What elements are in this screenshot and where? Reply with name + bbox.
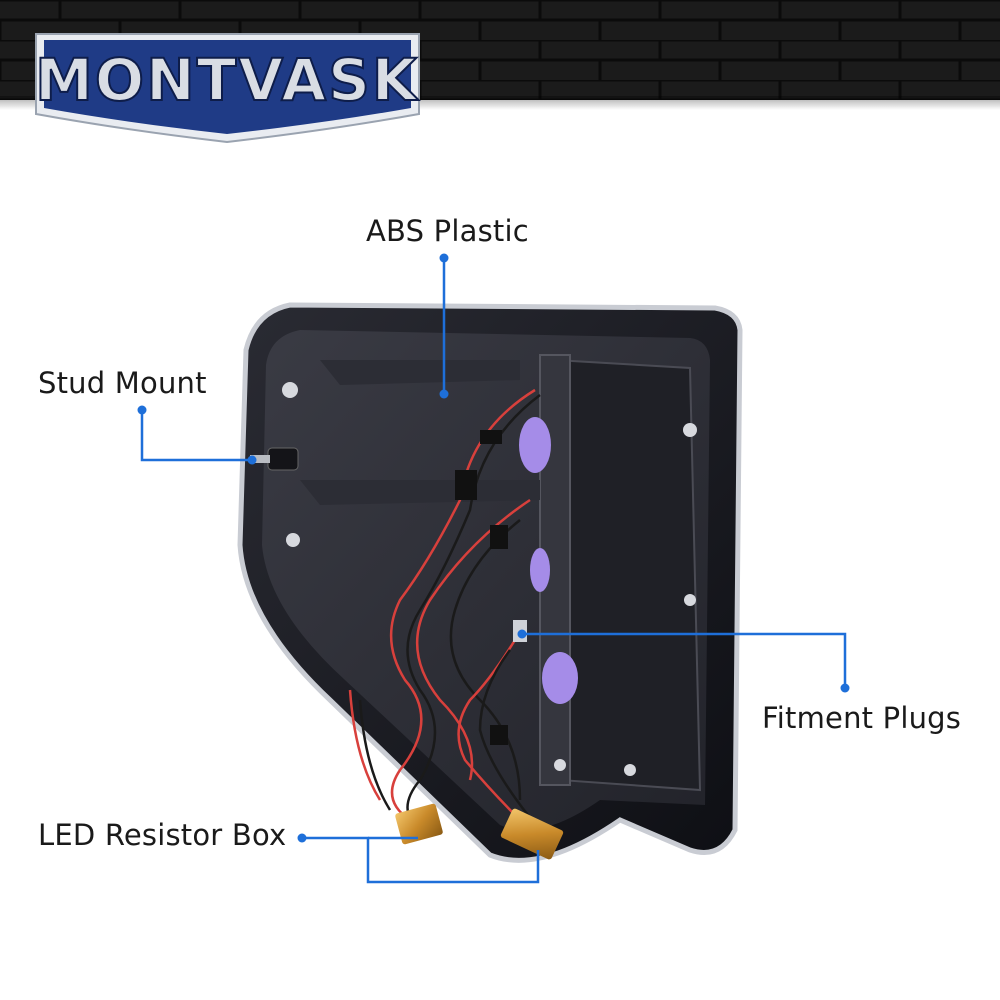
brand-logo: MONTVASK (30, 30, 425, 149)
callout-stud-mount: Stud Mount (38, 366, 207, 400)
mount-hole (683, 423, 697, 437)
logo-text: MONTVASK (35, 46, 419, 114)
callout-abs-plastic: ABS Plastic (366, 214, 529, 248)
rib-horizontal (300, 480, 540, 505)
wire-connector (455, 470, 477, 500)
stud-mount-base (267, 447, 299, 471)
back-plate (553, 358, 702, 792)
fitment-plug (513, 620, 527, 642)
callout-fitment-plugs: Fitment Plugs (762, 701, 962, 735)
callout-led-resistor-box: LED Resistor Box (38, 818, 287, 852)
mount-hole (624, 764, 636, 776)
led-resistor-box (395, 803, 564, 860)
rib-top (320, 360, 520, 385)
mount-hole (286, 533, 300, 547)
mount-hole (684, 594, 696, 606)
stud-bolt (250, 455, 270, 463)
wire-connector (480, 430, 502, 444)
wire-connector (490, 525, 508, 549)
mount-hole (282, 382, 298, 398)
bulb-socket (519, 417, 551, 473)
bulb-socket (542, 652, 578, 704)
wire-connector (490, 725, 508, 745)
bulb-socket (530, 548, 550, 592)
mount-hole (554, 759, 566, 771)
